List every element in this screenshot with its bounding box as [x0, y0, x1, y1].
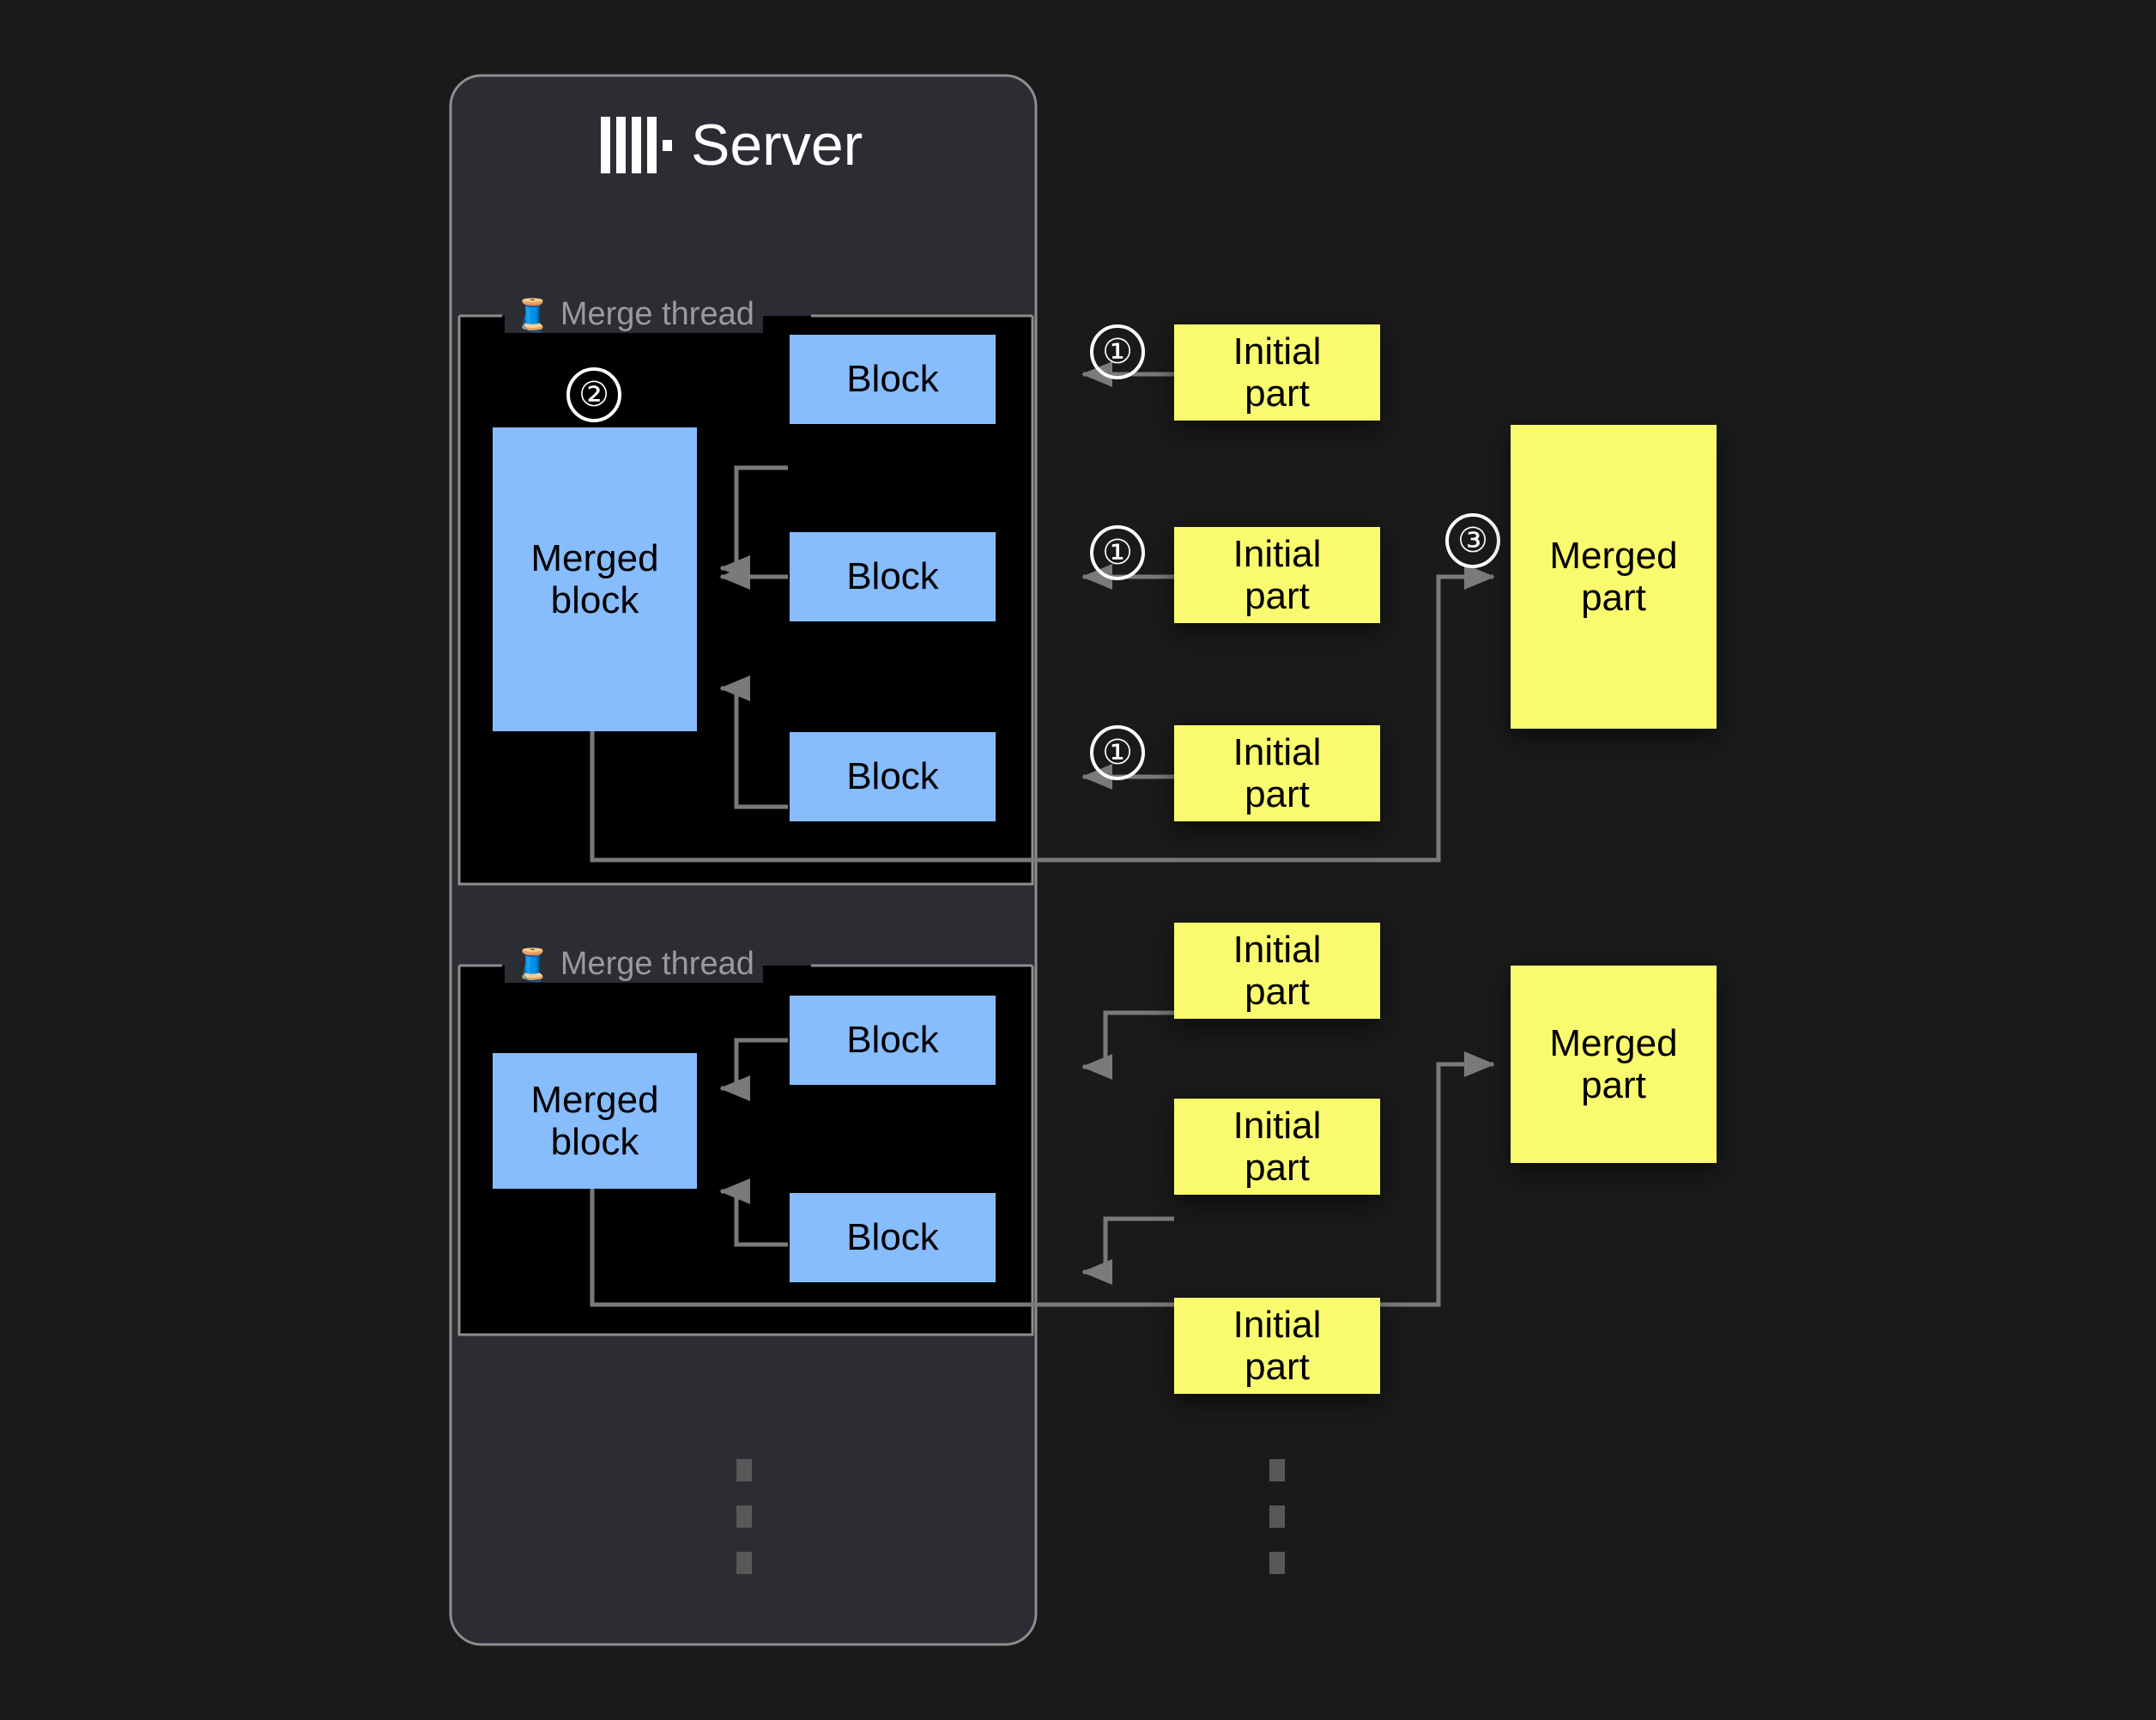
step-marker-1a: ① [1090, 324, 1145, 379]
edge-initial4-to-block4 [1081, 1010, 1174, 1080]
edge-b3-to-merged [719, 675, 788, 809]
block-1-2: Block [790, 532, 996, 621]
edge-b5-to-merged2 [719, 1178, 788, 1247]
step-marker-3: ③ [1445, 513, 1500, 568]
merge-thread-2-border [457, 964, 1034, 1336]
thread-spool-icon: 🧵 [513, 296, 552, 332]
merged-block-1: Merged block [493, 427, 697, 731]
block-1-3: Block [790, 732, 996, 821]
merged-block-2-line2: block [550, 1121, 639, 1163]
merge-thread-2-label: Merge thread [560, 946, 754, 982]
thread-spool-icon: 🧵 [513, 946, 552, 982]
ellipsis-outside-card [1269, 1459, 1285, 1598]
merged-block-2-line1: Merged [530, 1078, 659, 1121]
block-2-2: Block [790, 1193, 996, 1282]
merge-thread-2-legend: 🧵 Merge thread [505, 946, 763, 983]
block-2-1: Block [790, 996, 996, 1085]
ellipsis-inside-card [736, 1459, 752, 1598]
step-marker-2: ② [566, 367, 621, 422]
edge-b4-to-merged2 [719, 1038, 788, 1101]
edge-merged1-out [590, 564, 1495, 863]
edge-merged2-out [590, 1051, 1495, 1307]
page-title: Server [691, 112, 863, 178]
server-title-group: Server [601, 112, 863, 179]
merged-block-1-line2: block [550, 579, 639, 621]
edge-b1-to-merged [719, 465, 788, 581]
merged-block-1-line1: Merged [530, 536, 659, 579]
clickhouse-logo-icon [601, 117, 672, 173]
step-marker-1c: ① [1090, 725, 1145, 780]
step-marker-1b: ① [1090, 525, 1145, 580]
merged-block-2: Merged block [493, 1053, 697, 1189]
merge-thread-1-border [457, 314, 1034, 886]
merge-thread-1-label: Merge thread [560, 296, 754, 332]
edge-initial5-to-block5 [1081, 1216, 1174, 1285]
merge-thread-1-legend: 🧵 Merge thread [505, 296, 763, 333]
block-1-1: Block [790, 335, 996, 424]
